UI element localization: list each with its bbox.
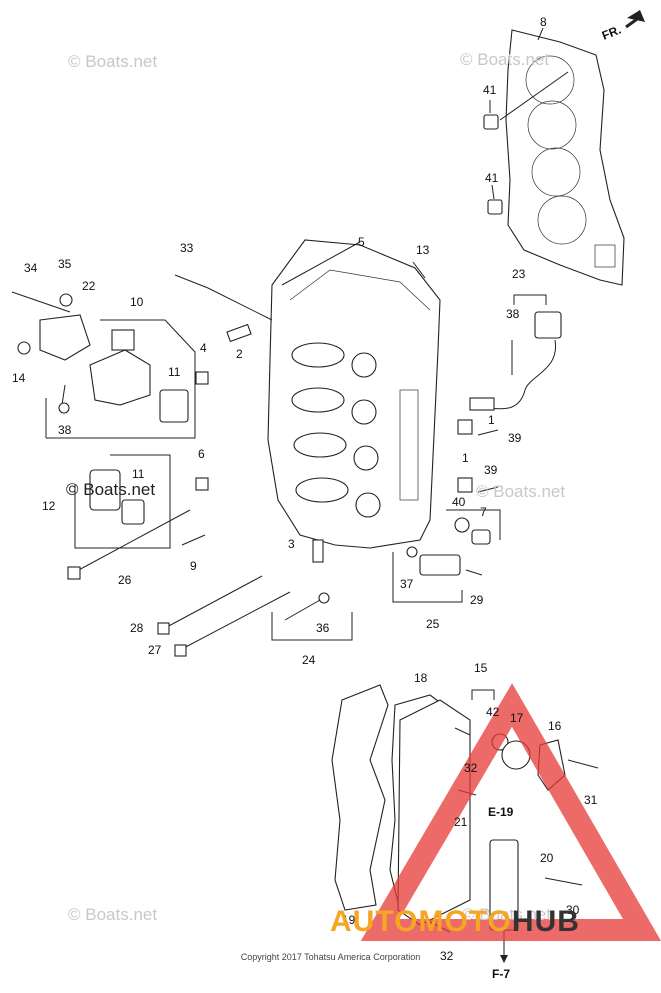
label-29: 29 <box>470 593 484 607</box>
oil-filter-screen <box>74 454 171 549</box>
front-direction-arrow: FR. <box>600 10 645 43</box>
label-25: 25 <box>426 617 440 631</box>
brand-logo: AUTOMOTOHUB <box>330 905 580 939</box>
watermark: © Boats.net <box>460 50 550 69</box>
knock-sensor-wiring <box>469 294 562 411</box>
oil-pressure-switch <box>392 546 483 603</box>
oil-control-valve-assembly <box>11 291 196 439</box>
logo-right-text: HUB <box>511 905 580 938</box>
lower-bolts <box>157 575 291 657</box>
label-11a: 11 <box>168 365 181 379</box>
label-5: 5 <box>358 235 365 249</box>
label-18: 18 <box>414 671 428 685</box>
dowel-pins <box>483 71 569 215</box>
label-35: 35 <box>58 257 72 271</box>
label-40: 40 <box>452 495 466 509</box>
label-3: 3 <box>288 537 295 551</box>
label-41a: 41 <box>483 83 497 97</box>
label-41b: 41 <box>485 171 499 185</box>
label-38b: 38 <box>58 423 72 437</box>
temperature-sensor <box>271 592 353 641</box>
small-dowels <box>195 323 324 563</box>
label-12: 12 <box>42 499 56 513</box>
label-39b: 39 <box>484 463 498 477</box>
spring <box>181 534 206 546</box>
label-1b: 1 <box>462 451 469 465</box>
ref-f7: F-7 <box>492 967 510 981</box>
label-32b: 32 <box>440 949 454 963</box>
label-33: 33 <box>180 241 194 255</box>
label-9: 9 <box>190 559 197 573</box>
watermark: © Boats.net <box>462 905 552 924</box>
label-4: 4 <box>200 341 207 355</box>
label-42: 42 <box>486 705 500 719</box>
watermark: © Boats.net <box>66 480 156 499</box>
right-side-fasteners <box>446 419 501 545</box>
label-19: 19 <box>342 913 356 927</box>
exhaust-cover-gaskets <box>331 684 599 963</box>
label-24: 24 <box>302 653 316 667</box>
label-32a: 32 <box>464 761 478 775</box>
logo-left-text: AUTOMOTO <box>330 905 512 938</box>
label-36: 36 <box>316 621 330 635</box>
label-1a: 1 <box>488 413 495 427</box>
label-13: 13 <box>416 243 430 257</box>
label-37: 37 <box>400 577 414 591</box>
label-16: 16 <box>548 719 562 733</box>
label-2: 2 <box>236 347 243 361</box>
label-30: 30 <box>566 903 580 917</box>
callout-labels: 8 41 41 33 5 13 23 38 34 35 22 10 2 4 14… <box>12 15 598 981</box>
label-15: 15 <box>474 661 488 675</box>
head-gasket <box>505 27 625 286</box>
label-23: 23 <box>512 267 526 281</box>
label-6: 6 <box>198 447 205 461</box>
logo-triangle-icon <box>360 683 661 941</box>
label-28: 28 <box>130 621 144 635</box>
long-bolt <box>67 509 191 580</box>
label-38a: 38 <box>506 307 520 321</box>
label-26: 26 <box>118 573 132 587</box>
watermark: © Boats.net <box>68 905 158 924</box>
label-17: 17 <box>510 711 524 725</box>
watermark: © Boats.net <box>476 482 566 501</box>
label-21: 21 <box>454 815 468 829</box>
ref-e19: E-19 <box>488 805 514 819</box>
direction-label: FR. <box>600 23 623 43</box>
label-22: 22 <box>82 279 96 293</box>
label-8: 8 <box>540 15 547 29</box>
head-bolts <box>174 261 426 321</box>
label-34: 34 <box>24 261 38 275</box>
label-31: 31 <box>584 793 598 807</box>
watermark: © Boats.net <box>68 52 158 71</box>
label-11b: 11 <box>132 467 145 481</box>
label-20: 20 <box>540 851 554 865</box>
label-27: 27 <box>148 643 162 657</box>
cylinder-head <box>267 239 441 549</box>
label-7: 7 <box>480 505 487 519</box>
label-10: 10 <box>130 295 144 309</box>
copyright-notice: Copyright 2017 Tohatsu America Corporati… <box>240 952 421 962</box>
label-14: 14 <box>12 371 26 385</box>
label-39a: 39 <box>508 431 522 445</box>
